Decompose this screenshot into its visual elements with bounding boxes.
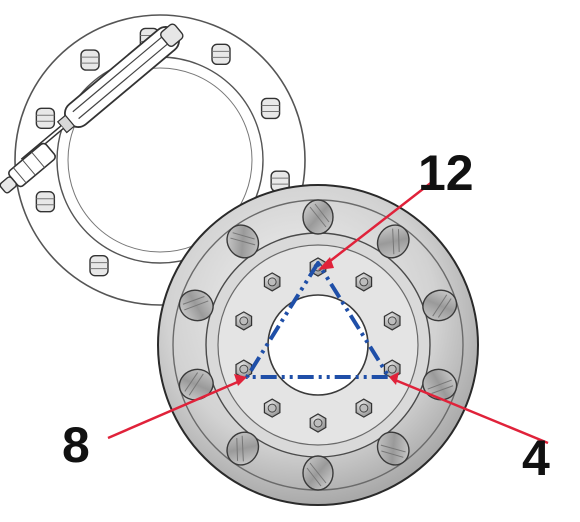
wheel-stud-icon [80, 49, 100, 71]
wheel-stud-icon [89, 254, 109, 277]
wheel [157, 184, 479, 506]
pointer-12-arrowhead [318, 257, 334, 270]
vent-slot [302, 199, 334, 235]
hub-studs [35, 27, 290, 277]
lug-nut-icon [263, 398, 281, 418]
pointer-12 [324, 181, 433, 266]
lug-nut-icon [263, 272, 281, 292]
wheel-stud-icon [260, 97, 281, 120]
callout-pointers [107, 181, 549, 445]
pointer-4-arrowhead [389, 372, 399, 385]
vent-slot [422, 289, 458, 322]
label-8: 8 [62, 417, 90, 473]
pointer-4 [394, 378, 549, 445]
vent-slot [376, 224, 410, 259]
wheel-stud-icon [211, 43, 231, 66]
vent-slot [302, 455, 334, 491]
label-4: 4 [522, 430, 550, 486]
label-12: 12 [418, 145, 474, 201]
lug-nuts [235, 257, 401, 433]
lug-nut-icon [355, 398, 373, 418]
wheel-stud-icon [35, 191, 56, 213]
vent-slot [422, 368, 458, 401]
pointer-8-arrowhead [234, 374, 247, 386]
lug-nut-icon [309, 413, 327, 433]
vent-slot [376, 431, 410, 466]
wheel-vent-slots [178, 199, 458, 491]
vent-slot [178, 289, 214, 322]
lug-nut-icon [355, 272, 373, 292]
lug-nut-icon [383, 311, 401, 331]
lug-nut-icon [235, 311, 253, 331]
vent-slot [226, 224, 260, 259]
tightening-pattern [245, 261, 391, 379]
wheel-stud-icon [35, 107, 56, 129]
torque-wrench-icon [0, 23, 184, 194]
pointer-8 [107, 379, 241, 440]
vent-slot [226, 431, 260, 466]
